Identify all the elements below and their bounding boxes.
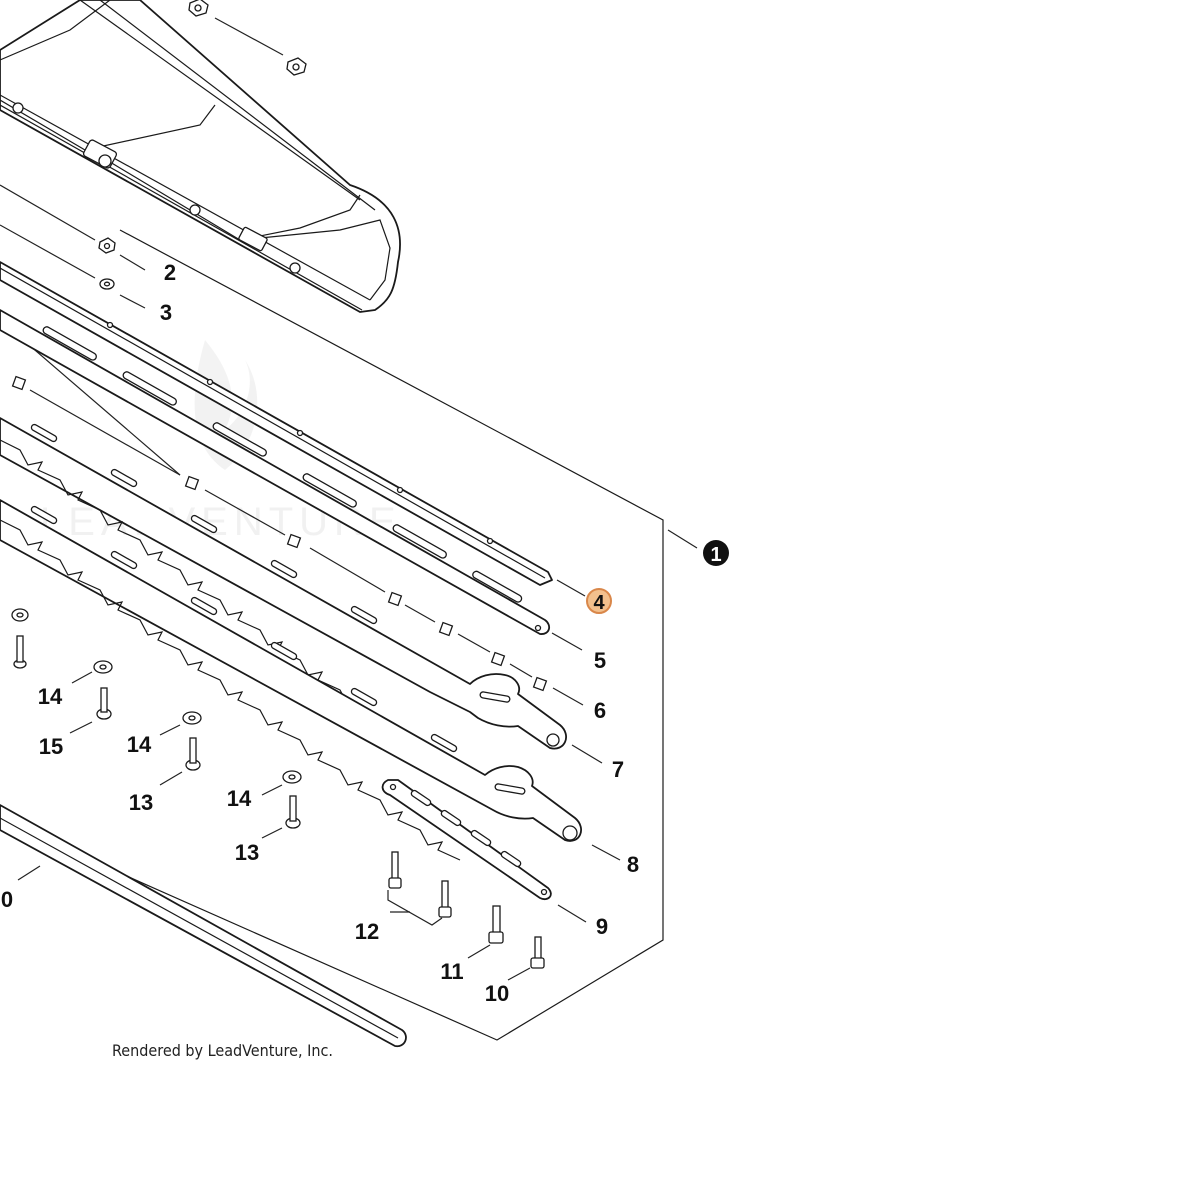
slotted-plate-5 [0, 309, 551, 635]
callout-10-partial[interactable]: 0 [1, 887, 13, 912]
callout-15[interactable]: 15 [39, 734, 63, 759]
bolt-10 [530, 936, 545, 969]
bottom-plate-9 [381, 779, 552, 901]
callout-leaders [17, 254, 698, 981]
callout-2[interactable]: 2 [164, 260, 176, 285]
blade-guard [0, 0, 401, 313]
assembly-outline [0, 229, 664, 1041]
bolt-15b [96, 687, 112, 720]
callout-8[interactable]: 8 [627, 852, 639, 877]
callout-13a[interactable]: 13 [129, 790, 153, 815]
cutter-blade-8 [0, 499, 582, 861]
callout-12[interactable]: 12 [355, 919, 379, 944]
callout-9[interactable]: 9 [596, 914, 608, 939]
top-nuts [188, 0, 307, 76]
callout-4[interactable]: 4 [586, 588, 612, 614]
fasteners [11, 608, 545, 969]
square-nuts-6 [11, 375, 548, 692]
washer-3 [99, 278, 115, 290]
bolt-15a [13, 635, 27, 669]
callout-7[interactable]: 7 [612, 757, 624, 782]
bolt-12b [438, 880, 452, 918]
bolt-13b [285, 795, 301, 829]
callout-13b[interactable]: 13 [235, 840, 259, 865]
callout-14b[interactable]: 14 [127, 732, 152, 757]
credit-text: Rendered by LeadVenture, Inc. [112, 1041, 333, 1060]
callout-3[interactable]: 3 [160, 300, 172, 325]
bolt-11 [488, 905, 504, 944]
callout-6[interactable]: 6 [594, 698, 606, 723]
guard-strip-10 [0, 804, 407, 1048]
callout-14c[interactable]: 14 [227, 786, 252, 811]
callout-14a[interactable]: 14 [38, 684, 63, 709]
nut-2 [98, 237, 116, 254]
bolt-12a [388, 851, 402, 889]
callout-11[interactable]: 11 [440, 959, 463, 984]
callout-10[interactable]: 10 [485, 981, 509, 1006]
callout-1-text: 1 [710, 544, 721, 566]
callout-1[interactable]: 1 [703, 540, 729, 566]
guide-rail-4 [0, 261, 553, 586]
cutter-blade-7 [0, 417, 567, 750]
callout-5[interactable]: 5 [594, 648, 606, 673]
bolt-13a [185, 737, 201, 771]
callout-4-text: 4 [593, 592, 605, 614]
